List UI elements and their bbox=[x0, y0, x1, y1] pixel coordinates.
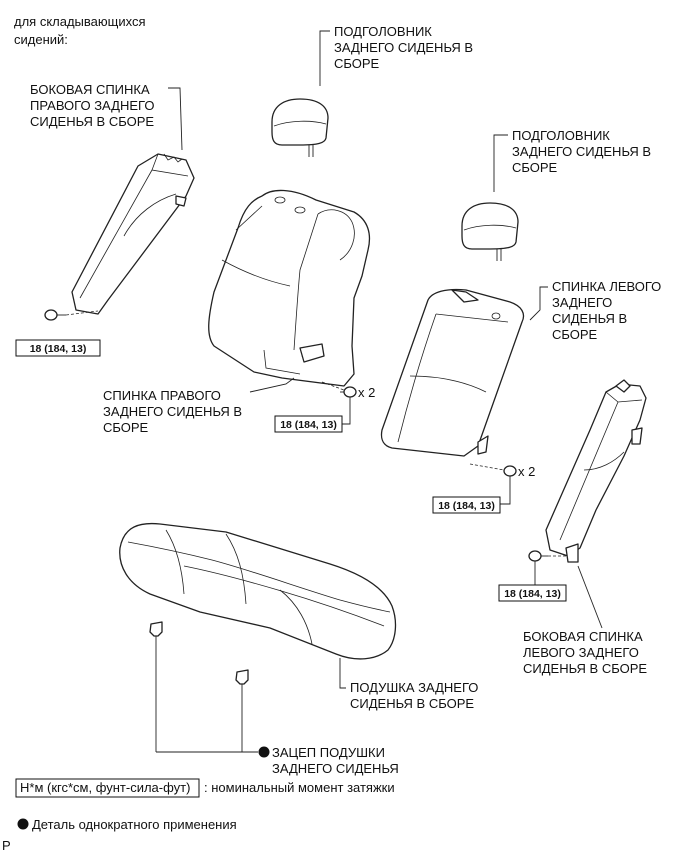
legend-single-use: Деталь однократного применения bbox=[17, 817, 237, 832]
bolt-left-side-back bbox=[528, 550, 568, 586]
svg-text:18 (184, 13): 18 (184, 13) bbox=[30, 343, 87, 355]
label-headrest-2: ПОДГОЛОВНИК ЗАДНЕГО СИДЕНЬЯ В СБОРЕ bbox=[512, 128, 655, 175]
cushion-hook-2 bbox=[235, 669, 249, 752]
label-left-side-back: БОКОВАЯ СПИНКА ЛЕВОГО ЗАДНЕГО СИДЕНЬЯ В … bbox=[523, 629, 647, 676]
label-right-back: СПИНКА ПРАВОГО ЗАДНЕГО СИДЕНЬЯ В СБОРЕ bbox=[103, 388, 246, 435]
svg-text:18 (184, 13): 18 (184, 13) bbox=[280, 419, 337, 431]
leader-left-side-back bbox=[577, 565, 603, 629]
corner-mark: P bbox=[2, 838, 11, 853]
torque-box-2: 18 (184, 13) bbox=[274, 415, 343, 433]
svg-text:Н*м (кгс*см, фунт-сила-фут): Н*м (кгс*см, фунт-сила-фут) bbox=[20, 780, 190, 795]
svg-text:Деталь однократного применения: Деталь однократного применения bbox=[32, 817, 237, 832]
left-side-seatback bbox=[545, 379, 647, 563]
leader-cushion bbox=[339, 658, 346, 689]
header-note: для складывающихся сидений: bbox=[14, 14, 149, 47]
right-side-seatback bbox=[71, 153, 195, 315]
svg-text:: номинальный момент затяжки: : номинальный момент затяжки bbox=[204, 780, 395, 795]
label-cushion: ПОДУШКА ЗАДНЕГО СИДЕНЬЯ В СБОРЕ bbox=[350, 680, 482, 711]
leader-left-back bbox=[529, 286, 548, 321]
bolt-right-back: x 2 bbox=[321, 381, 375, 425]
svg-text:x 2: x 2 bbox=[518, 464, 535, 479]
torque-box-1: 18 (184, 13) bbox=[15, 339, 101, 357]
label-headrest-1: ПОДГОЛОВНИК ЗАДНЕГО СИДЕНЬЯ В СБОРЕ bbox=[334, 24, 477, 71]
cushion-hook-1 bbox=[149, 621, 163, 752]
bolt-right-side-back bbox=[44, 309, 99, 321]
label-right-side-back: БОКОВАЯ СПИНКА ПРАВОГО ЗАДНЕГО СИДЕНЬЯ В… bbox=[30, 82, 158, 129]
svg-text:18 (184, 13): 18 (184, 13) bbox=[504, 588, 561, 600]
single-use-icon bbox=[258, 746, 270, 758]
right-seatback bbox=[208, 189, 371, 387]
leader-headrest-1 bbox=[319, 30, 330, 86]
bolt-left-back: x 2 bbox=[469, 463, 535, 505]
leader-right-back bbox=[249, 377, 295, 393]
headrest-1 bbox=[271, 98, 329, 157]
label-cushion-hook: ЗАЦЕП ПОДУШКИ ЗАДНЕГО СИДЕНЬЯ bbox=[272, 745, 399, 776]
seat-cushion bbox=[119, 522, 397, 660]
torque-box-4: 18 (184, 13) bbox=[498, 584, 567, 602]
single-use-legend-icon bbox=[17, 818, 29, 830]
svg-text:18 (184, 13): 18 (184, 13) bbox=[438, 500, 495, 512]
torque-box-3: 18 (184, 13) bbox=[432, 496, 501, 514]
leader-headrest-2 bbox=[493, 134, 508, 192]
svg-text:x 2: x 2 bbox=[358, 385, 375, 400]
headrest-2 bbox=[461, 202, 519, 261]
left-seatback bbox=[380, 288, 525, 457]
leader-right-side-back bbox=[168, 87, 183, 151]
label-left-back: СПИНКА ЛЕВОГО ЗАДНЕГО СИДЕНЬЯ В СБОРЕ bbox=[552, 279, 665, 342]
legend-torque: Н*м (кгс*см, фунт-сила-фут) : номинальны… bbox=[15, 778, 395, 798]
